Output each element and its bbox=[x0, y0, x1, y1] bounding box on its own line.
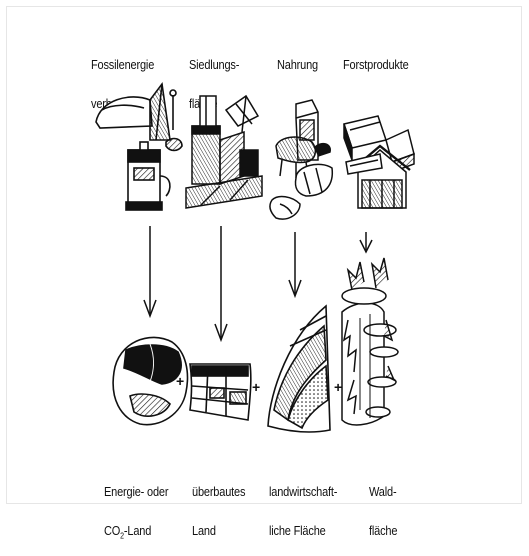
agricultural-land-panel bbox=[268, 306, 330, 432]
arrow-settlement bbox=[215, 226, 227, 340]
plus-sign: + bbox=[176, 373, 184, 389]
label-line: Land bbox=[192, 525, 245, 538]
arrow-fossil bbox=[144, 226, 156, 316]
arrow-forest bbox=[360, 232, 372, 252]
label-line: CO2-Land bbox=[104, 525, 168, 543]
illustration: + + + bbox=[0, 0, 529, 510]
settlement-illustration bbox=[186, 96, 262, 208]
built-land-panel bbox=[190, 364, 251, 420]
food-illustration bbox=[270, 100, 332, 219]
label-line: liche Fläche bbox=[269, 525, 337, 538]
arrow-food bbox=[289, 232, 301, 296]
label-line: fläche bbox=[369, 525, 397, 538]
forest-products-illustration bbox=[344, 116, 414, 208]
plus-sign: + bbox=[334, 379, 342, 395]
land-text: -Land bbox=[124, 524, 151, 538]
plus-sign: + bbox=[252, 379, 260, 395]
forest-area-panel bbox=[342, 258, 398, 425]
co2-text: CO bbox=[104, 524, 120, 538]
fossil-energy-illustration bbox=[96, 84, 182, 210]
